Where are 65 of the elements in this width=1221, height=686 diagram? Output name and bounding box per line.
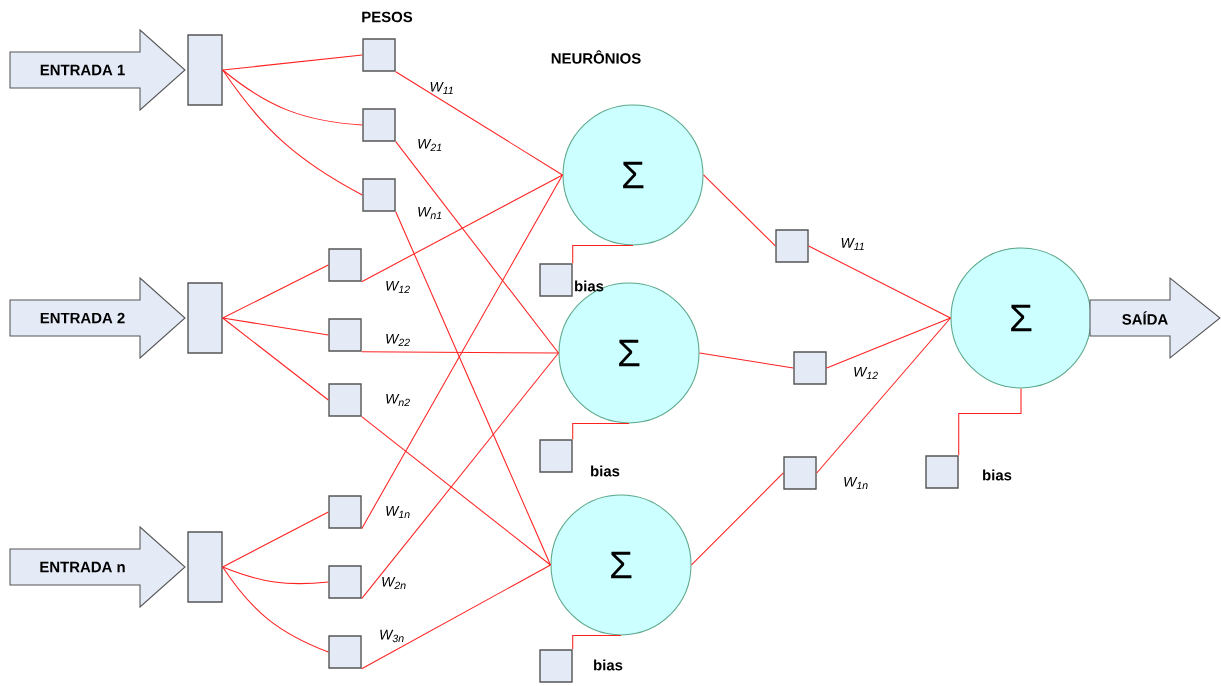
input-box	[187, 282, 223, 354]
connector-line	[808, 245, 951, 319]
weight-box	[362, 108, 396, 142]
weight-box	[328, 495, 362, 529]
connector-line	[222, 69, 363, 126]
connector-line	[703, 174, 776, 247]
weight-box	[328, 565, 362, 599]
connector-line	[222, 317, 329, 336]
connector-line	[395, 71, 563, 176]
weight-label: W$_{21}$	[418, 138, 442, 152]
connector-line	[826, 317, 951, 369]
weight-box	[783, 456, 817, 490]
connector-line	[222, 566, 329, 653]
weight-label: W$_{11}$	[841, 237, 864, 251]
bias-label: bias	[594, 659, 623, 671]
bias-box	[539, 439, 573, 473]
weight-box	[328, 635, 362, 669]
weight-label: W$_{3n}$	[380, 629, 404, 643]
bias-label: bias	[575, 280, 604, 292]
connector-line	[361, 564, 551, 670]
layer-heading: NEURÔNIOS	[551, 50, 641, 64]
connector-line	[222, 566, 329, 585]
connector-line	[395, 211, 551, 566]
weight-label: W$_{2n}$	[382, 576, 406, 590]
connector-line	[222, 54, 363, 71]
weight-label: W$_{1n}$	[386, 505, 410, 519]
connector-line	[361, 416, 551, 566]
weight-label: W$_{11}$	[430, 81, 453, 95]
weight-label: W$_{22}$	[386, 333, 410, 347]
weight-box	[328, 248, 362, 282]
connector-line	[572, 635, 622, 650]
connector-line	[222, 317, 329, 401]
connector-line	[361, 174, 563, 530]
bias-box	[925, 455, 959, 489]
connector-line	[572, 423, 630, 440]
weight-label: W$_{12}$	[386, 280, 410, 294]
weight-box	[362, 38, 396, 72]
bias-box	[539, 649, 573, 683]
layer-heading: PESOS	[362, 11, 413, 23]
weight-box	[328, 318, 362, 352]
connector-line	[395, 141, 559, 354]
weight-box	[793, 351, 827, 385]
connector-line	[222, 511, 329, 568]
weight-label: W$_{12}$	[854, 366, 878, 380]
weight-label: W$_{n1}$	[418, 206, 442, 220]
connector-line	[222, 69, 363, 196]
weight-box	[362, 178, 396, 212]
weight-box	[775, 229, 809, 263]
connector-line	[222, 264, 329, 319]
bias-box	[539, 263, 573, 297]
connector-line	[958, 388, 1022, 456]
weight-box	[328, 383, 362, 417]
connector-line	[699, 352, 794, 369]
weight-label: W$_{n2}$	[386, 393, 410, 407]
connector-line	[691, 472, 784, 566]
bias-label: bias	[983, 469, 1012, 481]
connector-line	[361, 352, 559, 600]
weight-label: W$_{1n}$	[844, 476, 868, 490]
bias-label: bias	[591, 465, 620, 477]
connector-line	[361, 351, 559, 354]
connector-line	[572, 245, 634, 264]
input-box	[187, 34, 223, 106]
connector-line	[816, 317, 951, 474]
connector-line	[361, 174, 563, 283]
input-box	[187, 531, 223, 603]
